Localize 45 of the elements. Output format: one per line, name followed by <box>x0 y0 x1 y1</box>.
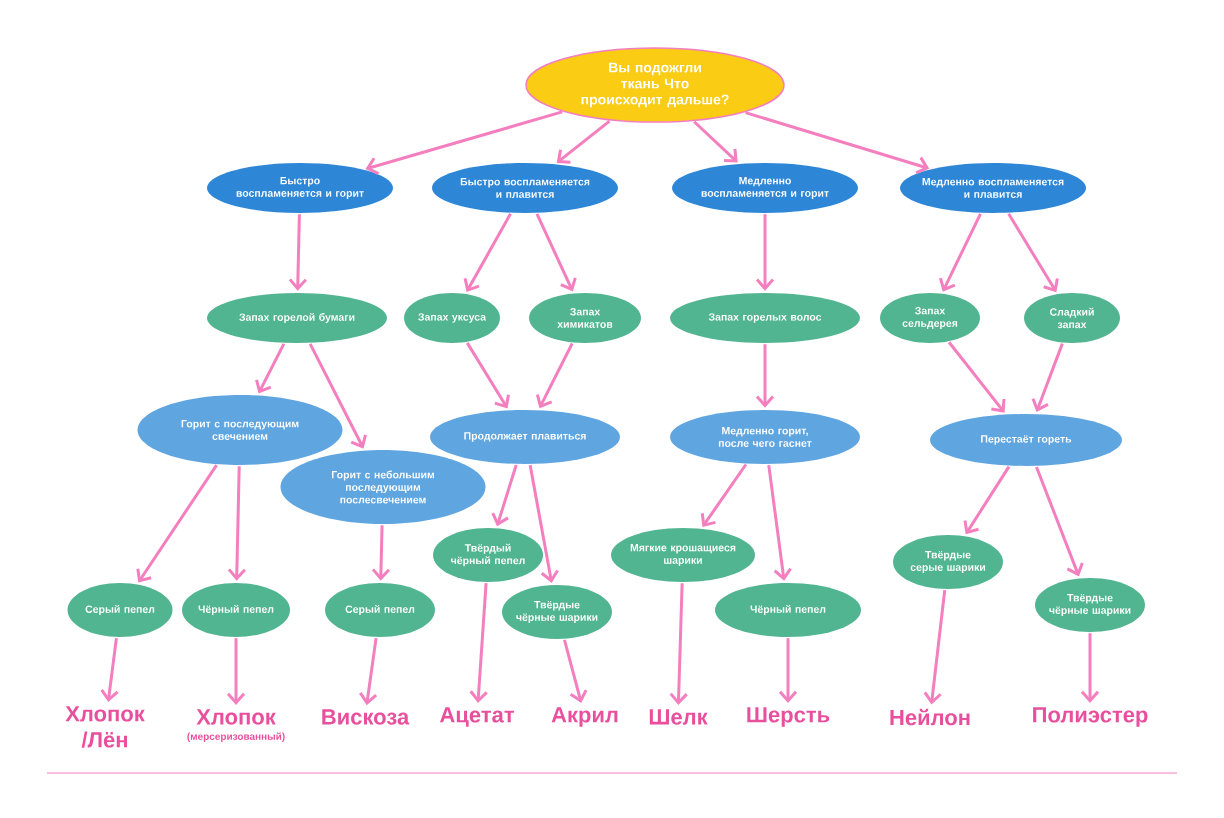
arrow <box>365 110 563 175</box>
arrow <box>226 638 246 706</box>
arrow <box>491 464 518 527</box>
arrow <box>535 213 577 292</box>
arrow <box>371 525 391 581</box>
fabric-name: Хлопок <box>196 709 276 725</box>
arrow <box>923 589 947 705</box>
arrow <box>556 119 611 164</box>
arrow <box>535 342 574 409</box>
arrow <box>963 465 1011 535</box>
fabric-name: Ацетат <box>440 707 514 727</box>
arrow <box>1031 343 1064 413</box>
arrow <box>308 343 367 449</box>
arrow <box>767 464 792 581</box>
arrow <box>778 638 798 703</box>
arrow <box>1007 212 1059 293</box>
arrow <box>100 637 119 702</box>
fabric-name: Полиэстер <box>1033 707 1148 727</box>
arrow <box>463 213 512 293</box>
arrow <box>288 214 307 291</box>
arrow <box>563 639 588 703</box>
fabric-name: Акрил <box>551 707 618 727</box>
arrow <box>755 344 775 408</box>
arrow <box>469 583 488 704</box>
arrow <box>1080 633 1100 703</box>
fabric-name: Вискоза <box>322 709 410 725</box>
arrow <box>700 463 748 528</box>
arrow <box>745 111 930 175</box>
arrow <box>465 342 510 409</box>
arrow <box>693 120 738 163</box>
arrow <box>359 637 378 706</box>
arrow <box>255 343 286 394</box>
fabric-note: (мерсеризованный) <box>187 732 285 742</box>
arrow <box>136 464 218 583</box>
arrow <box>755 214 775 291</box>
arrow <box>947 341 1006 413</box>
fabric-name: Хлопок /Лён <box>65 706 145 748</box>
arrow <box>528 464 559 583</box>
arrow <box>669 583 688 706</box>
fabric-name: Нейлон <box>890 708 970 726</box>
fabric-name: Шерсть <box>747 707 830 727</box>
arrow <box>939 213 982 292</box>
fabric-name: Шелк <box>649 709 708 725</box>
arrow <box>227 466 246 581</box>
arrow <box>1035 466 1084 577</box>
